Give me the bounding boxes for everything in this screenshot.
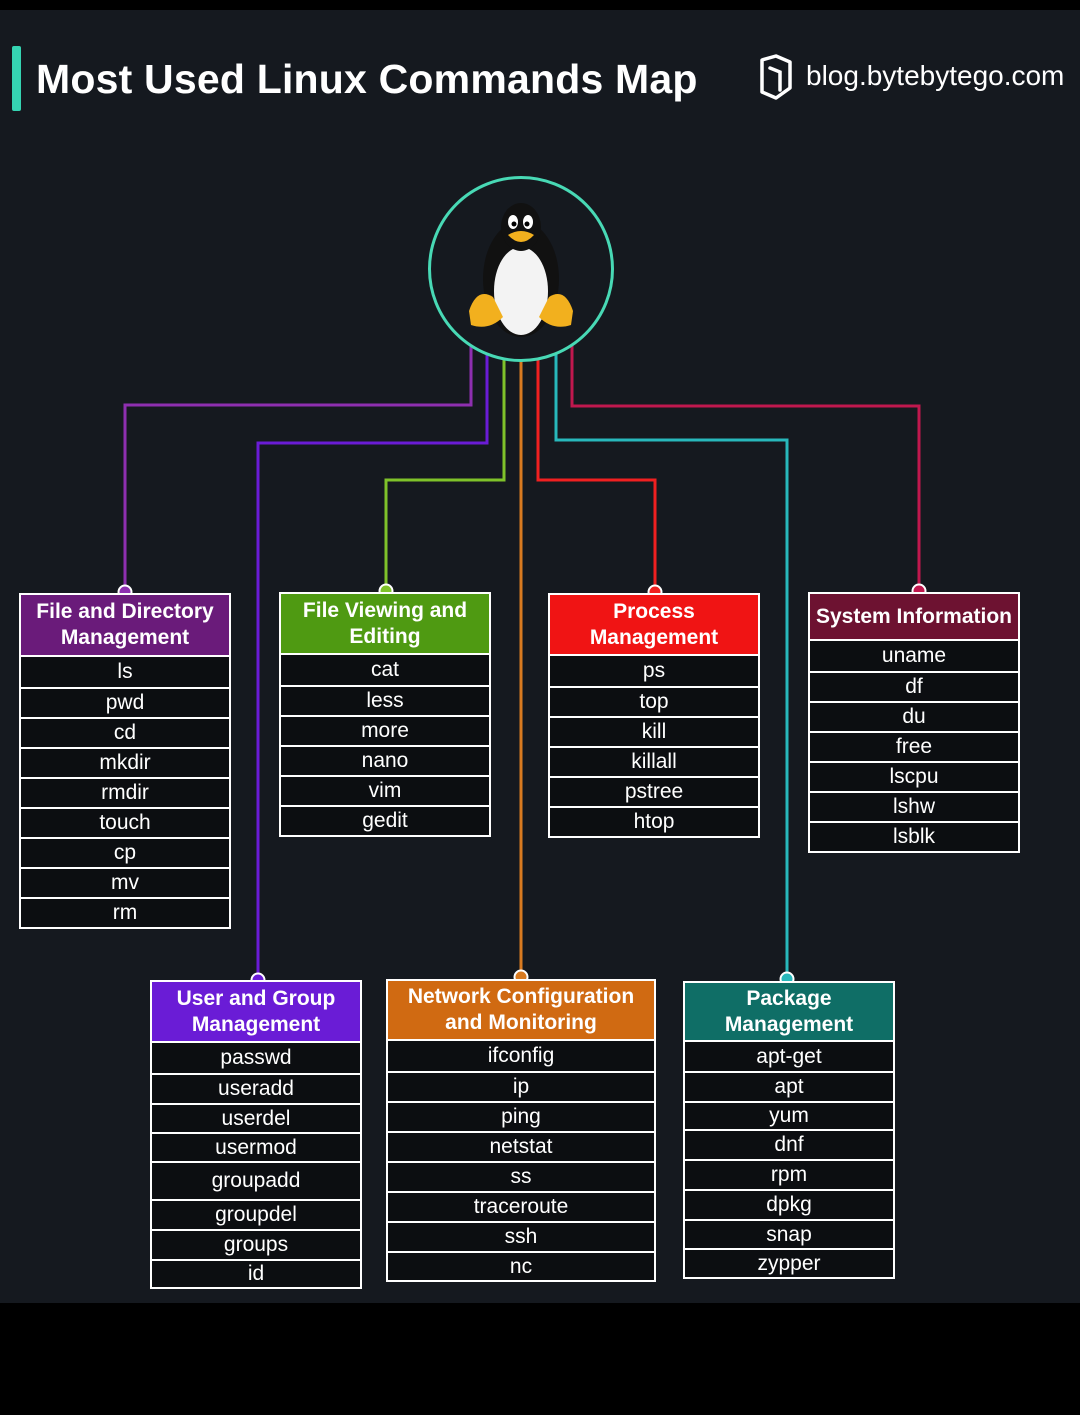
command-cell: df <box>810 671 1018 701</box>
command-cell: groupadd <box>152 1161 360 1199</box>
category-user-group: User and Group Management passwd useradd… <box>150 980 362 1289</box>
command-cell: userdel <box>152 1103 360 1132</box>
category-header: File Viewing and Editing <box>279 592 491 655</box>
command-cell: snap <box>685 1219 893 1248</box>
page-title: Most Used Linux Commands Map <box>36 56 698 102</box>
command-cell: kill <box>550 716 758 746</box>
command-cell: dnf <box>685 1129 893 1159</box>
category-system-info: System Information uname df du free lscp… <box>808 592 1020 853</box>
command-cell: yum <box>685 1101 893 1129</box>
command-cell: ps <box>642 659 666 682</box>
category-file-directory: File and Directory Management ls pwd cd … <box>19 593 231 929</box>
command-cell: top <box>550 686 758 716</box>
category-header: File and Directory Management <box>19 593 231 657</box>
command-cell: cd <box>21 717 229 747</box>
command-cell: zypper <box>685 1248 893 1277</box>
command-cell: lshw <box>810 791 1018 821</box>
command-cell: gedit <box>281 805 489 835</box>
command-cell: cp <box>21 837 229 867</box>
command-cell: mkdir <box>21 747 229 777</box>
command-cell: pwd <box>21 687 229 717</box>
category-network: Network Configuration and Monitoring ifc… <box>386 979 656 1282</box>
command-cell: ss <box>388 1161 654 1191</box>
command-list: ifconfig ip ping netstat ss traceroute s… <box>386 1041 656 1282</box>
command-list: uname df du free lscpu lshw lsblk <box>808 641 1020 853</box>
command-cell: ping <box>388 1101 654 1131</box>
command-cell: usermod <box>152 1132 360 1161</box>
command-cell: nc <box>388 1251 654 1280</box>
command-cell: killall <box>550 746 758 776</box>
connector-user-group <box>256 350 489 980</box>
command-cell: useradd <box>152 1073 360 1103</box>
category-file-viewing: File Viewing and Editing cat less more n… <box>279 592 491 837</box>
command-cell: touch <box>21 807 229 837</box>
command-cell: du <box>810 701 1018 731</box>
command-cell: ifconfig <box>487 1044 555 1067</box>
tux-penguin-icon <box>469 203 573 337</box>
command-cell: groupdel <box>152 1199 360 1229</box>
category-header: System Information <box>808 592 1020 641</box>
command-cell: ssh <box>388 1221 654 1251</box>
command-cell: dpkg <box>685 1189 893 1219</box>
bytebytego-logo-icon <box>760 54 792 100</box>
command-cell: less <box>281 685 489 715</box>
penguin-circle <box>428 176 614 362</box>
command-cell: ls <box>117 660 133 683</box>
command-cell: rm <box>21 897 229 927</box>
command-cell: more <box>281 715 489 745</box>
command-cell: apt <box>685 1071 893 1101</box>
category-header: Package Management <box>683 981 895 1042</box>
command-cell: cat <box>370 658 399 681</box>
command-list: ls pwd cd mkdir rmdir touch cp mv rm <box>19 657 231 929</box>
command-cell: mv <box>21 867 229 897</box>
command-cell: groups <box>152 1229 360 1259</box>
category-header: Process Management <box>548 593 760 656</box>
command-cell: nano <box>281 745 489 775</box>
connector-file-viewing <box>384 358 506 591</box>
command-cell: free <box>810 731 1018 761</box>
connector-package <box>554 352 789 979</box>
brand-url: blog.bytebytego.com <box>806 60 1065 91</box>
command-list: apt-get apt yum dnf rpm dpkg snap zypper <box>683 1042 895 1279</box>
category-package: Package Management apt-get apt yum dnf r… <box>683 981 895 1279</box>
connector-system-info <box>570 345 921 591</box>
command-cell: ip <box>388 1071 654 1101</box>
category-process: Process Management ps top kill killall p… <box>548 593 760 838</box>
command-list: ps top kill killall pstree htop <box>548 656 760 838</box>
category-header: User and Group Management <box>150 980 362 1043</box>
command-cell: uname <box>881 644 947 667</box>
command-cell: htop <box>550 806 758 836</box>
command-cell: vim <box>281 775 489 805</box>
command-cell: rmdir <box>21 777 229 807</box>
connector-process <box>536 358 657 592</box>
command-cell: netstat <box>388 1131 654 1161</box>
connector-file-directory <box>123 345 473 592</box>
command-list: cat less more nano vim gedit <box>279 655 491 837</box>
command-cell: id <box>152 1259 360 1287</box>
command-cell: traceroute <box>388 1191 654 1221</box>
command-cell: passwd <box>220 1046 292 1069</box>
command-cell: lsblk <box>810 821 1018 851</box>
command-cell: rpm <box>685 1159 893 1189</box>
title-accent-bar <box>12 46 21 111</box>
command-list: passwd useradd userdel usermod groupadd … <box>150 1043 362 1289</box>
command-cell: lscpu <box>810 761 1018 791</box>
category-header: Network Configuration and Monitoring <box>386 979 656 1041</box>
command-cell: apt-get <box>756 1044 822 1068</box>
command-cell: pstree <box>550 776 758 806</box>
